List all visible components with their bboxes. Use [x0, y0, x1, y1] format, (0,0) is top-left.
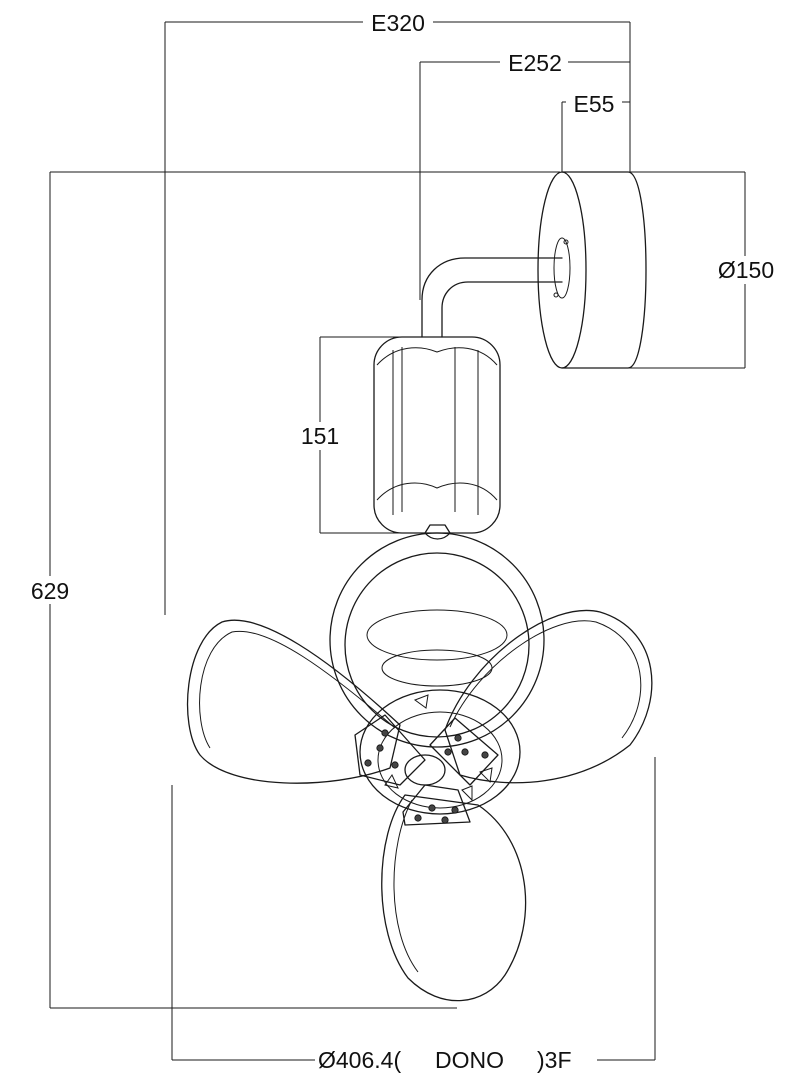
label-motor-height: 151	[301, 423, 339, 449]
downrod-arm	[421, 257, 563, 338]
label-blade-span: Ø406.4(	[318, 1047, 401, 1073]
label-canopy-depth: E55	[574, 91, 615, 117]
blade-bracket-left	[354, 714, 426, 786]
label-total-depth: E320	[371, 10, 425, 36]
blade-bracket-bottom	[402, 784, 471, 826]
hub-cap	[404, 754, 446, 786]
fan-hub	[359, 689, 521, 815]
light-ring	[329, 532, 545, 748]
blade-bottom	[381, 794, 527, 1002]
label-total-height: 629	[31, 578, 69, 604]
label-blade-span-end: )3F	[537, 1047, 572, 1073]
wall-canopy	[537, 171, 647, 369]
blade-right	[444, 609, 653, 784]
dimension-labels: E320 E252 E55 Ø150 151 629 Ø406.4( DONO …	[24, 10, 780, 1074]
blade-bracket-right	[429, 717, 499, 786]
label-downrod-offset: E252	[508, 50, 562, 76]
blade-left	[186, 619, 401, 784]
motor-housing	[373, 336, 501, 540]
label-canopy-diameter: Ø150	[718, 257, 774, 283]
label-blade-span-mid: DONO	[435, 1047, 504, 1073]
